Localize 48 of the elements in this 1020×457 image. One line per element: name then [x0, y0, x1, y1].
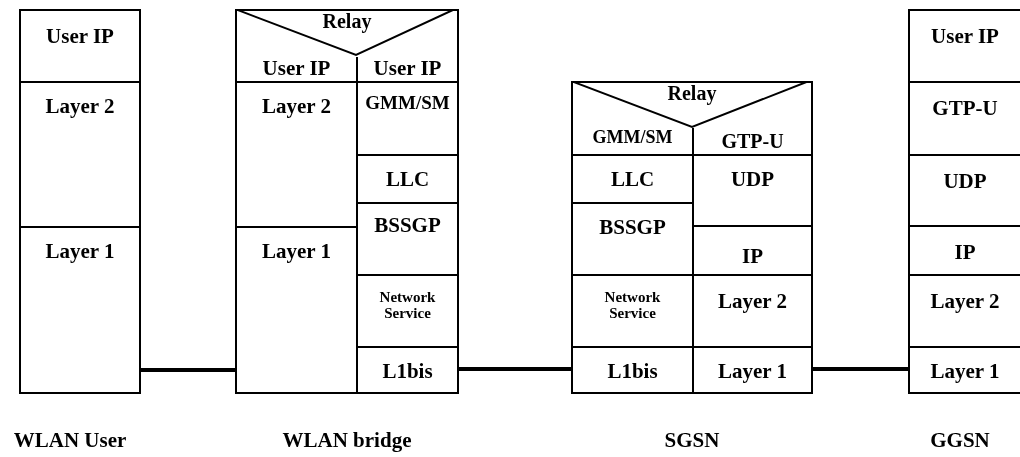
layer-name: GTP-U — [720, 131, 785, 152]
layer-name: Layer 2 — [44, 95, 116, 118]
protocol-layer-box — [235, 226, 358, 394]
layer-name: UDP — [729, 168, 776, 191]
node-caption: GGSN — [929, 428, 991, 453]
protocol-layer-box — [908, 346, 1020, 394]
node-caption: SGSN — [663, 428, 721, 453]
layer-name: IP — [953, 241, 977, 264]
protocol-layer-box — [19, 226, 141, 394]
layer-name: Layer 1 — [261, 240, 332, 263]
layer-name: LLC — [609, 168, 656, 191]
layer-name: Relay — [321, 11, 373, 32]
layer-name: Relay — [666, 83, 718, 104]
layer-name: IP — [741, 245, 764, 268]
protocol-layer-box — [571, 346, 694, 394]
node-caption: WLAN bridge — [281, 428, 413, 453]
layer-name: GMM/SM — [591, 128, 674, 147]
layer-name: LLC — [384, 168, 431, 191]
layer-name: Network Service — [603, 290, 662, 322]
link-line — [813, 367, 908, 371]
layer-name: GTP-U — [931, 97, 999, 120]
layer-name: Layer 1 — [44, 240, 116, 263]
layer-name: L1bis — [606, 360, 659, 383]
node-caption: WLAN User — [12, 428, 128, 453]
layer-name: User IP — [261, 57, 332, 80]
layer-name: Layer 2 — [929, 290, 1001, 313]
relay-band — [235, 9, 459, 59]
layer-name: Network Service — [378, 290, 437, 322]
protocol-layer-box — [692, 346, 813, 394]
layer-name: User IP — [930, 25, 1000, 48]
layer-name: BSSGP — [373, 214, 442, 237]
layer-name: L1bis — [381, 360, 434, 383]
layer-name: Layer 2 — [261, 95, 332, 118]
layer-name: GMM/SM — [364, 93, 451, 113]
layer-name: BSSGP — [598, 216, 667, 239]
layer-name: UDP — [942, 170, 988, 193]
relay-band — [571, 81, 813, 131]
link-line — [141, 368, 235, 372]
protocol-layer-box — [356, 346, 459, 394]
layer-name: Layer 1 — [929, 360, 1001, 383]
layer-name: User IP — [45, 25, 115, 48]
protocol-layer-box — [908, 9, 1020, 83]
layer-name: Layer 2 — [717, 290, 788, 313]
layer-name: User IP — [372, 57, 443, 80]
protocol-layer-box — [19, 81, 141, 228]
protocol-layer-box — [19, 9, 141, 83]
link-line — [459, 367, 571, 371]
layer-name: Layer 1 — [717, 360, 788, 383]
